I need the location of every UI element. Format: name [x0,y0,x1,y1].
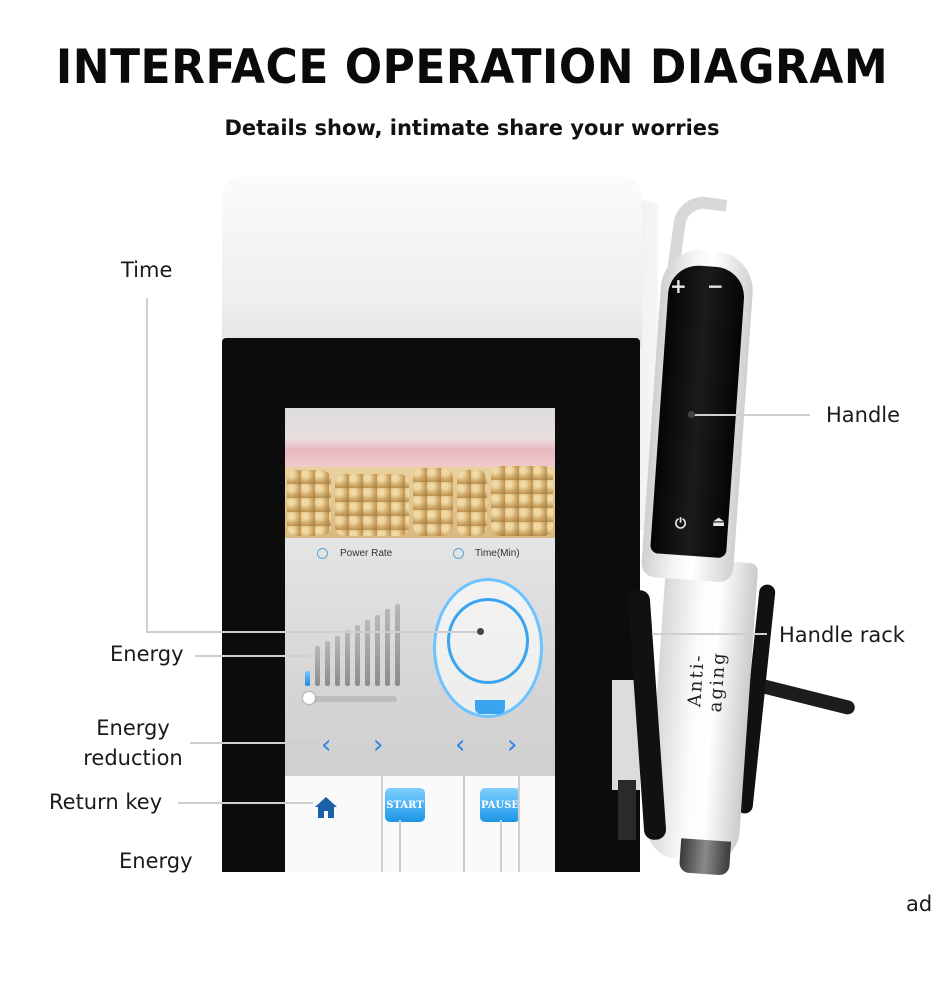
plus-button[interactable]: + [670,274,687,298]
power-icon[interactable]: ⏻ [675,516,687,532]
handle-label: Handle [826,403,901,427]
start-button[interactable]: START [385,788,425,822]
energy-bar [325,641,330,686]
energy-increase-button[interactable]: › [373,730,384,760]
time-dial-indicator [475,700,505,714]
time-increase-callout-line [518,760,520,872]
energy-bar [315,646,320,686]
energy-bar [305,670,310,686]
time-min-label: Time(Min) [475,548,520,559]
handle-rack-callout-line [652,633,767,635]
touch-screen[interactable]: Power Rate Time(Min) ‹ › ‹ › START PAUSE [285,408,555,872]
start-callout-line [399,820,401,872]
energy-bar [345,630,350,686]
time-callout-line [146,298,148,632]
energy-callout-line [195,655,310,657]
energy-bottom-label: Energy [119,849,193,873]
time-label: Time [121,258,173,282]
energy-label: Energy [110,642,184,666]
handle-callout-dot [688,411,695,418]
ad-label: ad [906,892,933,916]
time-increase-button[interactable]: › [507,730,518,760]
home-icon[interactable] [313,794,339,820]
energy-level-bars [305,604,405,686]
energy-bar [395,604,400,686]
time-decrease-button[interactable]: ‹ [455,730,466,760]
device-top-cover [222,176,642,348]
clock-icon [453,548,464,559]
energy-decrease-button[interactable]: ‹ [321,730,332,760]
handle-tip [678,838,732,876]
energy-slider-track[interactable] [305,696,397,702]
energy-bar [375,614,380,686]
energy-reduction-label-line1: Energy [96,716,170,740]
energy-increase-callout-line [381,760,383,872]
energy-reduction-callout-line [190,742,320,744]
time-callout-dot [477,628,484,635]
handle-cable [755,678,857,716]
energy-bar [385,609,390,686]
pause-button[interactable]: PAUSE [480,788,520,822]
minus-button[interactable]: − [707,274,724,298]
power-rate-label: Power Rate [340,548,393,559]
energy-reduction-label-line2: reduction [83,746,183,770]
energy-slider-handle[interactable] [303,692,315,704]
handle-brand-text: Anti-aging [684,650,731,713]
handle-stand-block [618,780,636,840]
page-subtitle: Details show, intimate share your worrie… [224,116,720,140]
skin-layer-image [285,408,555,538]
time-dial-inner-ring [447,598,529,684]
energy-bar [365,619,370,686]
handle-callout-line [692,414,810,416]
time-callout-line-horizontal [146,631,480,633]
energy-bar [335,635,340,686]
energy-bar [355,625,360,686]
time-decrease-callout-line [463,760,465,872]
handle-rack-label: Handle rack [779,623,905,647]
page-title: INTERFACE OPERATION DIAGRAM [55,39,889,96]
pause-callout-line [500,820,502,872]
eject-icon[interactable]: ⏏ [712,514,726,530]
return-key-label: Return key [49,790,163,814]
return-key-callout-line [178,802,313,804]
power-rate-icon [317,548,328,559]
